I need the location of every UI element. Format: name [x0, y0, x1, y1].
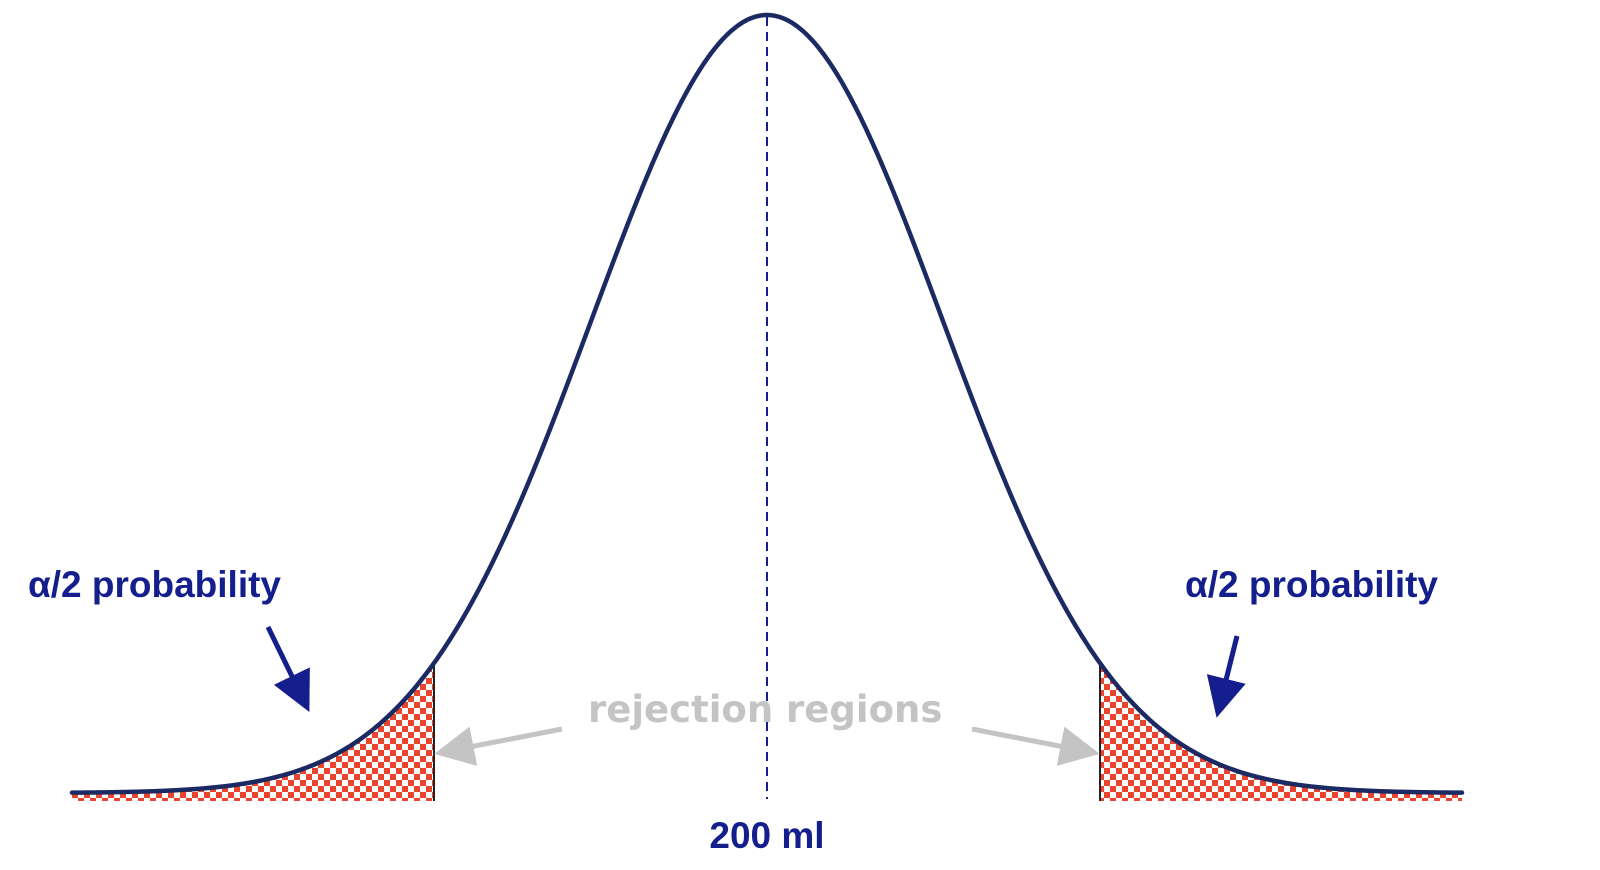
left-probability-label: α/2 probability [28, 564, 281, 605]
mean-value-label: 200 ml [709, 815, 824, 856]
right-rejection-region [1100, 663, 1462, 801]
right-probability-arrow [1206, 635, 1246, 718]
normal-distribution-curve [69, 12, 1465, 795]
left-rejection-arrow [434, 726, 563, 766]
right-rejection-arrow [971, 726, 1100, 766]
rejection-regions-label: rejection regions [588, 688, 942, 731]
left-probability-arrow [265, 625, 310, 712]
left-rejection-region [72, 663, 434, 801]
right-probability-label: α/2 probability [1185, 564, 1438, 605]
